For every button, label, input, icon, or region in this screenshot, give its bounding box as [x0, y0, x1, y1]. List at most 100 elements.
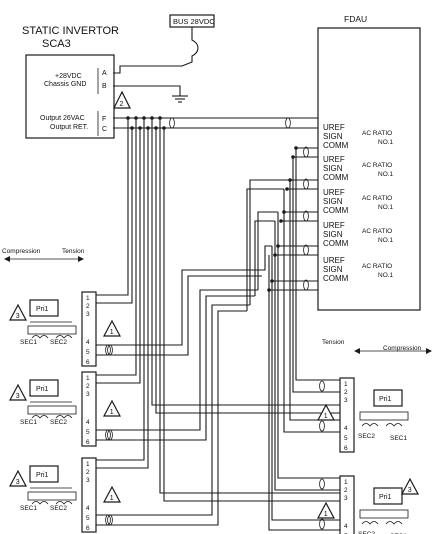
secondary-coil	[31, 501, 73, 505]
connector-pin-label: 4	[86, 339, 90, 346]
twisted-pair-marker	[285, 117, 291, 129]
connector-pin-label: 4	[344, 523, 348, 530]
twisted-pair-marker	[319, 518, 325, 530]
svg-text:2: 2	[120, 101, 124, 108]
connector-pin-label: 2	[86, 303, 90, 310]
primary-coil	[29, 299, 59, 317]
connector-pin-label: 6	[86, 359, 90, 366]
connector-pin-label: 4	[86, 505, 90, 512]
note-triangle: 3	[9, 383, 27, 401]
note-triangle: 3	[401, 477, 419, 495]
core-rod	[27, 325, 77, 335]
wire	[159, 175, 340, 494]
wire	[292, 157, 345, 393]
wire	[295, 148, 345, 381]
fdau-ratio-label: AC RATIO	[362, 228, 392, 235]
sensor-connector	[339, 475, 355, 534]
twisted-pair-marker	[105, 344, 111, 356]
sensor-connector	[81, 371, 97, 447]
note-triangle: 1	[103, 399, 121, 417]
inverter-subtitle: SCA3	[42, 38, 71, 50]
twisted-pair-marker	[319, 380, 325, 392]
primary-coil	[373, 389, 403, 407]
wire	[274, 221, 345, 491]
wire	[246, 188, 284, 311]
tension-label-left: Tension	[62, 248, 85, 255]
compression-label-left: Compression	[2, 248, 41, 255]
fdau-ratio-number: NO.1	[378, 139, 394, 146]
connector-pin-label: 5	[86, 515, 90, 522]
wire	[249, 179, 290, 305]
note-triangle-number: 1	[110, 329, 114, 336]
note-triangle: 3	[9, 469, 27, 487]
secondary-1-label: SEC1	[20, 419, 37, 426]
note-2-triangle: 2	[113, 90, 131, 109]
primary-coil-label: Pri1	[36, 306, 49, 313]
wire	[254, 220, 275, 296]
secondary-2-label: SEC2	[50, 339, 67, 346]
connector-pin-label: 2	[86, 469, 90, 476]
twisted-pair-marker	[303, 146, 309, 158]
secondary-coil	[361, 521, 403, 525]
twisted-pair-marker	[107, 514, 113, 526]
secondary-coil	[361, 423, 403, 427]
wire	[95, 295, 255, 441]
connector-pin-label: 1	[344, 381, 348, 388]
fdau-uref-label: UREF	[323, 123, 345, 132]
inverter-pin-b: B	[102, 83, 107, 90]
primary-coil	[29, 465, 59, 483]
wire	[277, 212, 345, 479]
twisted-pair-marker	[107, 429, 113, 441]
displacement-sensor: 1234561Pri1SEC2SEC13	[317, 475, 419, 534]
fdau-ratio-number: NO.1	[378, 272, 394, 279]
inverter-ground-label: Chassis GND	[44, 81, 86, 88]
fdau-box	[317, 27, 421, 311]
inverter-supply-label: +28VDC	[55, 73, 82, 80]
inverter-title: STATIC INVERTOR	[22, 25, 119, 37]
connector-pin-label: 3	[86, 391, 90, 398]
fdau-comm-label: COMM	[323, 141, 349, 150]
connector-pin-label: 2	[344, 389, 348, 396]
note-triangle: 1	[317, 403, 335, 421]
note-triangle-number: 3	[408, 487, 412, 494]
wire	[257, 211, 278, 290]
core-rod	[359, 509, 409, 519]
core-rod	[359, 411, 409, 421]
fdau-ratio-number: NO.1	[378, 171, 394, 178]
secondary-1-label: SEC1	[20, 339, 37, 346]
fdau-comm-label: COMM	[323, 173, 349, 182]
sensor-connector	[339, 377, 355, 453]
fdau-title: FDAU	[344, 14, 367, 24]
wire	[163, 175, 340, 502]
note-triangle-number: 1	[110, 409, 114, 416]
junction-dot	[285, 187, 289, 191]
twisted-pair-marker	[107, 344, 113, 356]
twisted-pair-marker	[303, 244, 309, 256]
fdau-ratio-label: AC RATIO	[362, 162, 392, 169]
primary-coil-label: Pri1	[36, 386, 49, 393]
note-triangle: 1	[103, 319, 121, 337]
secondary-2-label: SEC2	[50, 505, 67, 512]
core-rod	[27, 405, 77, 415]
twisted-pair-marker	[169, 117, 175, 129]
fdau-ratio-label: AC RATIO	[362, 130, 392, 137]
wire	[151, 175, 340, 406]
twisted-pair-marker	[303, 178, 309, 190]
wire	[95, 175, 141, 384]
wire	[95, 175, 149, 469]
connector-pin-label: 6	[86, 525, 90, 532]
connector-pin-label: 3	[86, 477, 90, 484]
fdau-comm-label: COMM	[323, 274, 349, 283]
note-triangle: 3	[9, 303, 27, 321]
fdau-sign-label: SIGN	[323, 164, 343, 173]
wire	[95, 245, 272, 346]
fdau-sign-label: SIGN	[323, 197, 343, 206]
